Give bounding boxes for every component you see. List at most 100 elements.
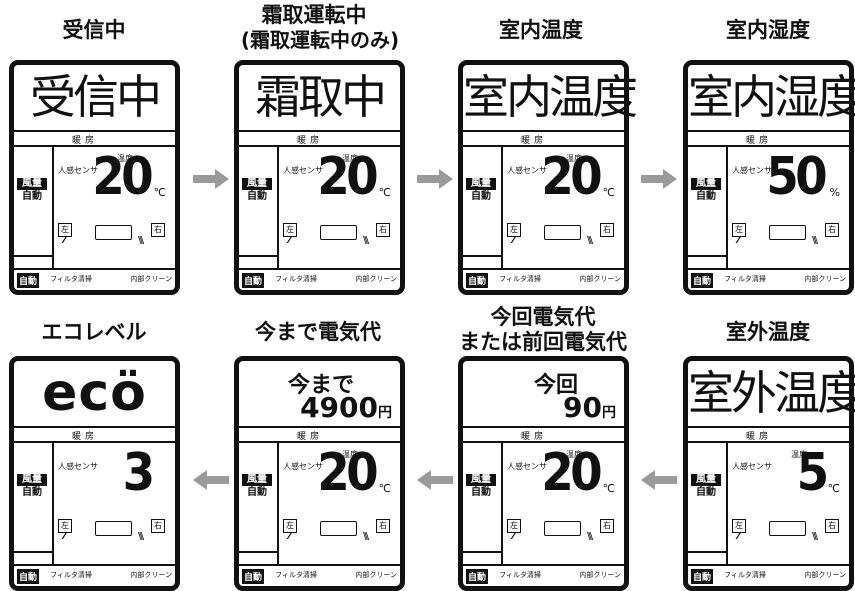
lcd-unit: %: [829, 186, 840, 199]
fan-indicator: 風量 自動: [242, 178, 272, 203]
auto-badge: 自動: [466, 273, 489, 288]
louver-icon: [544, 521, 581, 536]
swing-right-icon: \\\: [812, 235, 818, 246]
temp-label: 温度: [117, 154, 133, 163]
lcd-unit: ℃: [153, 186, 166, 199]
filter-clean-label: フィルタ清掃: [499, 571, 541, 579]
swing-right-icon: \\\: [138, 531, 144, 542]
filter-clean-label: フィルタ清掃: [50, 571, 92, 579]
divider: [463, 130, 624, 132]
swing-left-indicator: 左: [283, 519, 297, 533]
fan-label: 風量: [466, 474, 496, 486]
fan-value: 自動: [471, 487, 491, 498]
lcd-footer: 自動 フィルタ清掃 内部クリーン: [239, 268, 400, 290]
cost-value: 4900: [300, 391, 378, 424]
swing-right-indicator: 右: [151, 519, 165, 533]
arrow-left-icon: [417, 470, 453, 490]
divider: [14, 145, 175, 147]
mode-label: 暖房: [297, 432, 324, 442]
fan-indicator: 風量 自動: [242, 474, 272, 499]
swing-right-indicator: 右: [825, 223, 839, 237]
fan-indicator: 風量 自動: [691, 474, 721, 499]
caption-previous-cost: または前回電気代: [459, 330, 627, 354]
divider: [14, 441, 175, 443]
caption-indoor-humidity: 室内湿度: [726, 18, 810, 42]
fan-label: 風量: [466, 178, 496, 190]
divider: [277, 441, 279, 564]
divider: [463, 441, 624, 443]
divider: [726, 441, 728, 564]
lcd-value: 50: [765, 147, 828, 207]
fan-indicator: 風量 自動: [691, 178, 721, 203]
lcd-top-text: 室内温度: [463, 70, 638, 124]
human-sensor-label: 人感センサ: [58, 462, 98, 471]
lcd-unit: ℃: [378, 482, 391, 495]
divider: [688, 426, 849, 428]
swing-right-icon: \\\: [138, 235, 144, 246]
divider: [239, 130, 400, 132]
lcd-footer: 自動 フィルタ清掃 内部クリーン: [688, 564, 849, 586]
divider: [688, 145, 849, 147]
mode-label: 暖房: [72, 136, 99, 146]
divider: [688, 130, 849, 132]
divider: [239, 441, 400, 443]
swing-left-indicator: 左: [58, 519, 72, 533]
auto-badge: 自動: [466, 569, 489, 584]
fan-label: 風量: [17, 474, 47, 486]
divider: [501, 441, 503, 564]
swing-right-icon: \\\: [587, 235, 593, 246]
swing-right-icon: \\\: [812, 531, 818, 542]
mode-label: 暖房: [746, 136, 773, 146]
internal-clean-label: 内部クリーン: [130, 571, 172, 579]
divider: [239, 145, 400, 147]
mode-label: 暖房: [297, 136, 324, 146]
human-sensor-label: 人感センサ: [283, 462, 323, 471]
human-sensor-label: 人感センサ: [507, 166, 547, 175]
human-sensor-label: 人感センサ: [283, 166, 323, 175]
lcd-value: 20: [540, 147, 603, 207]
caption-outdoor-temp: 室外温度: [726, 320, 810, 344]
fan-indicator: 風量 自動: [17, 178, 47, 203]
mode-label: 暖房: [746, 432, 773, 442]
auto-badge: 自動: [17, 273, 40, 288]
louver-icon: [320, 225, 357, 240]
swing-right-icon: \\\: [587, 531, 593, 542]
internal-clean-label: 内部クリーン: [804, 275, 846, 283]
divider: [52, 145, 54, 268]
fan-label: 風量: [17, 178, 47, 190]
temp-label: 温度: [342, 154, 358, 163]
louver-icon: [95, 521, 132, 536]
fan-label: 風量: [242, 474, 272, 486]
lcd-top-text: 受信中: [30, 70, 162, 124]
fan-value: 自動: [22, 191, 42, 202]
lcd-top-text: 霜取中: [255, 70, 387, 124]
filter-clean-label: フィルタ清掃: [499, 275, 541, 283]
divider: [463, 426, 624, 428]
arrow-right-icon: [417, 169, 453, 189]
fan-label: 風量: [691, 474, 721, 486]
lcd-unit: ℃: [602, 186, 615, 199]
internal-clean-label: 内部クリーン: [804, 571, 846, 579]
internal-clean-label: 内部クリーン: [355, 275, 397, 283]
temp-label: 温度: [791, 450, 807, 459]
fan-indicator: 風量 自動: [466, 178, 496, 203]
fan-indicator: 風量 自動: [466, 474, 496, 499]
yen-unit: 円: [378, 405, 392, 421]
divider: [688, 441, 849, 443]
lcd-value: 5: [796, 443, 829, 503]
divider: [726, 145, 728, 268]
divider: [277, 145, 279, 268]
arrow-right-icon: [641, 169, 677, 189]
lcd-value: 3: [122, 443, 155, 503]
divider: [14, 426, 175, 428]
lcd-current-cost: 今回 90円 暖房 風量 自動 人感センサ 温度 20 ℃ 左 ⁄⁄⁄ \\\ …: [458, 356, 629, 591]
caption-receiving: 受信中: [62, 18, 126, 42]
fan-value: 自動: [696, 487, 716, 498]
lcd-top-label: 今回: [533, 373, 578, 398]
auto-badge: 自動: [242, 273, 265, 288]
internal-clean-label: 内部クリーン: [355, 571, 397, 579]
lcd-receiving: 受信中 暖房 風量 自動 人感センサ 温度 20 ℃ 左 ⁄⁄⁄ \\\ 右 自…: [9, 60, 180, 295]
yen-unit: 円: [602, 405, 616, 421]
arrow-left-icon: [641, 470, 677, 490]
cost-value: 90: [563, 391, 602, 424]
